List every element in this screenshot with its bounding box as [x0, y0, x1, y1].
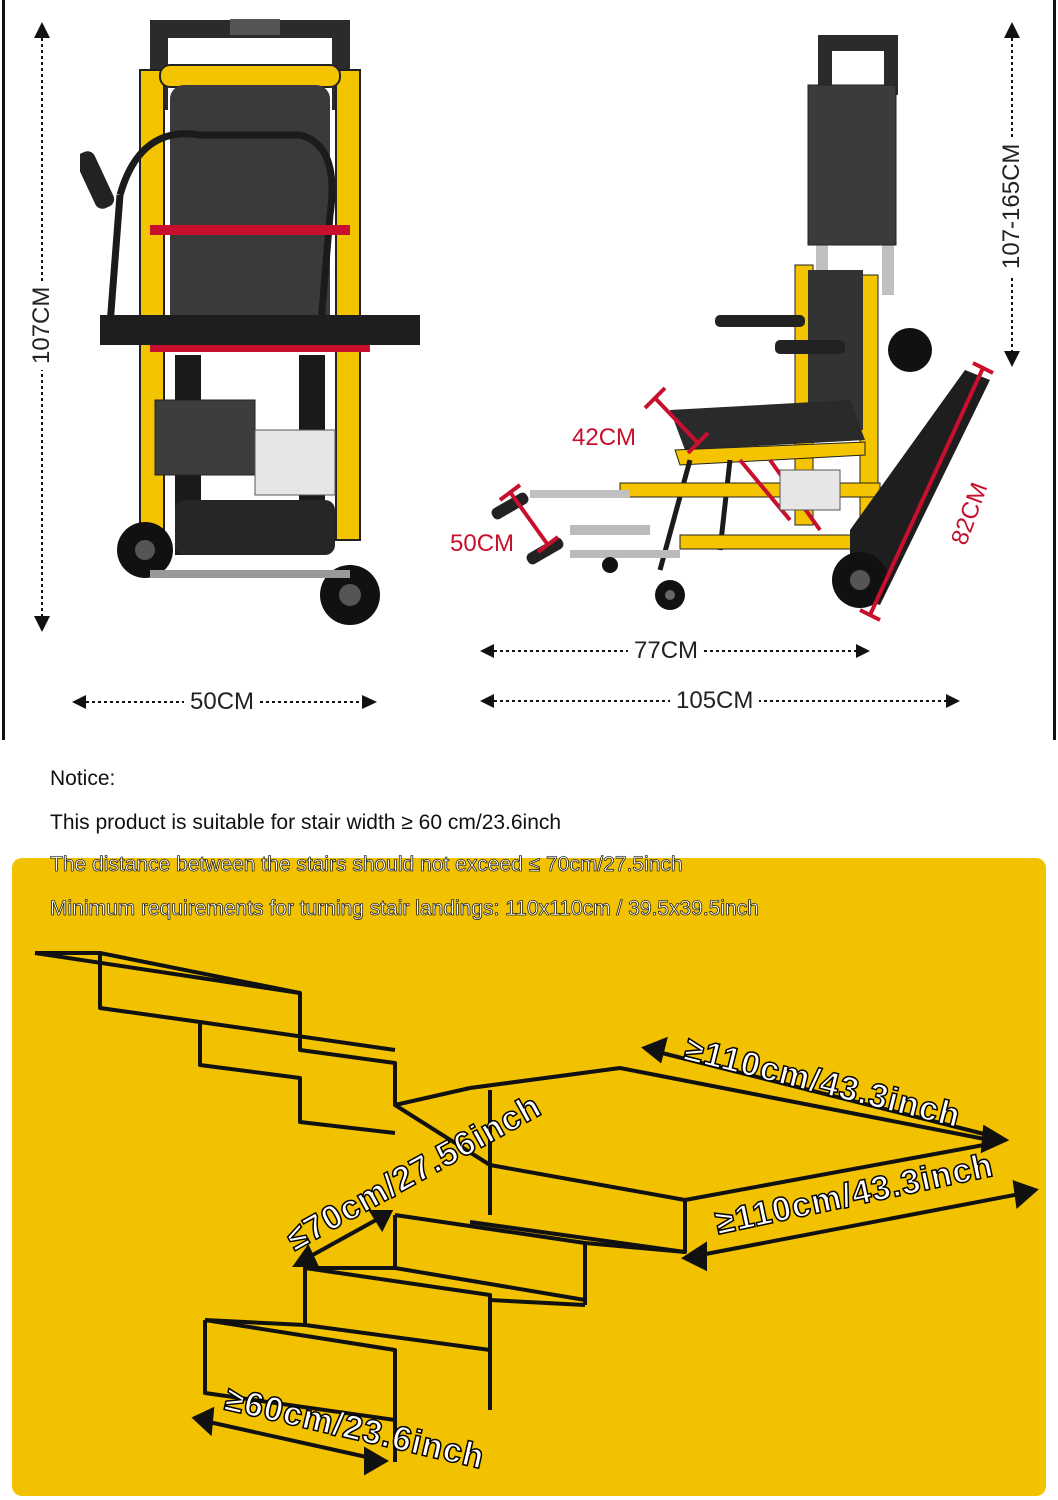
seat-depth-label: 42CM [572, 424, 637, 451]
stair-diagram [34, 951, 1039, 1476]
stair-requirements-panel [12, 858, 1046, 1496]
width-label-left: 50CM [184, 688, 261, 716]
base-length-label: 77CM [628, 637, 705, 665]
height-label-right: 107-165CM [998, 137, 1026, 275]
stair-chair-front-view [80, 19, 420, 625]
total-length-label: 105CM [670, 687, 760, 715]
total-length-arrow [480, 694, 960, 708]
notice-stair-distance: The distance between the stairs should n… [50, 853, 683, 877]
stair-chair-side-view [491, 35, 994, 622]
notice-stair-width: This product is suitable for stair width… [50, 811, 562, 834]
left-border-line [2, 0, 5, 740]
height-label-left: 107CM [28, 280, 56, 370]
handle-length-label: 50CM [450, 530, 515, 557]
right-border-line [1053, 0, 1056, 740]
notice-title: Notice: [50, 767, 116, 790]
product-dimensions-section: 107CM 50CM [0, 0, 1058, 745]
notice-landing-size: Minimum requirements for turning stair l… [50, 897, 760, 921]
